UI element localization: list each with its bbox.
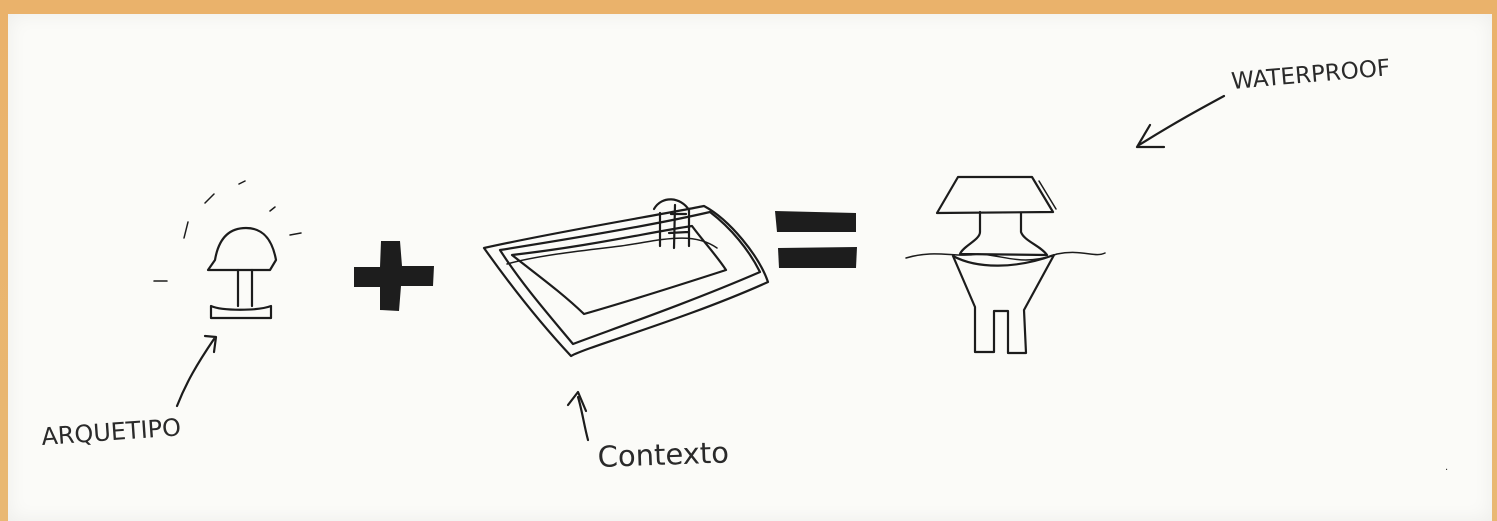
equals-icon [775,211,857,268]
archetype-label: ARQUETIPO [40,413,181,451]
context-arrow-icon [568,392,588,440]
lamp-archetype-icon [154,181,301,318]
waterproof-label: WATERPROOF [1230,55,1391,95]
archetype-arrow-icon [177,336,216,406]
waterproof-lamp-icon [906,177,1105,353]
waterproof-arrow-icon [1137,96,1224,147]
context-label: Contexto [597,435,729,474]
paper-speck: · [1445,465,1448,476]
pool-context-icon [484,199,768,356]
plus-icon [354,241,434,311]
